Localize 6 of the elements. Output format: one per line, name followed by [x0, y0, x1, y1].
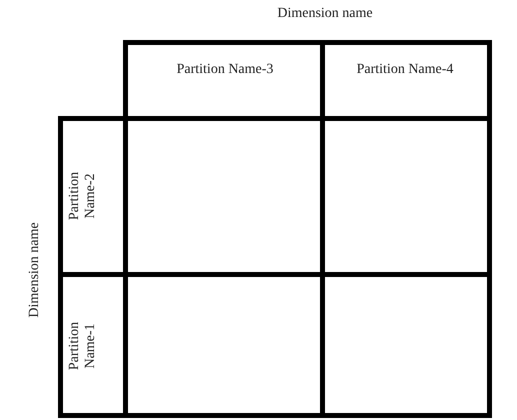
column-header: Partition Name-3 — [176, 62, 274, 78]
row-header: Partition Name-2 — [67, 170, 99, 222]
axis-title: Dimension name — [27, 221, 43, 320]
axis-title: Dimension name — [276, 6, 374, 22]
row-header: Partition Name-1 — [67, 320, 99, 372]
column-header: Partition Name-4 — [356, 62, 454, 78]
